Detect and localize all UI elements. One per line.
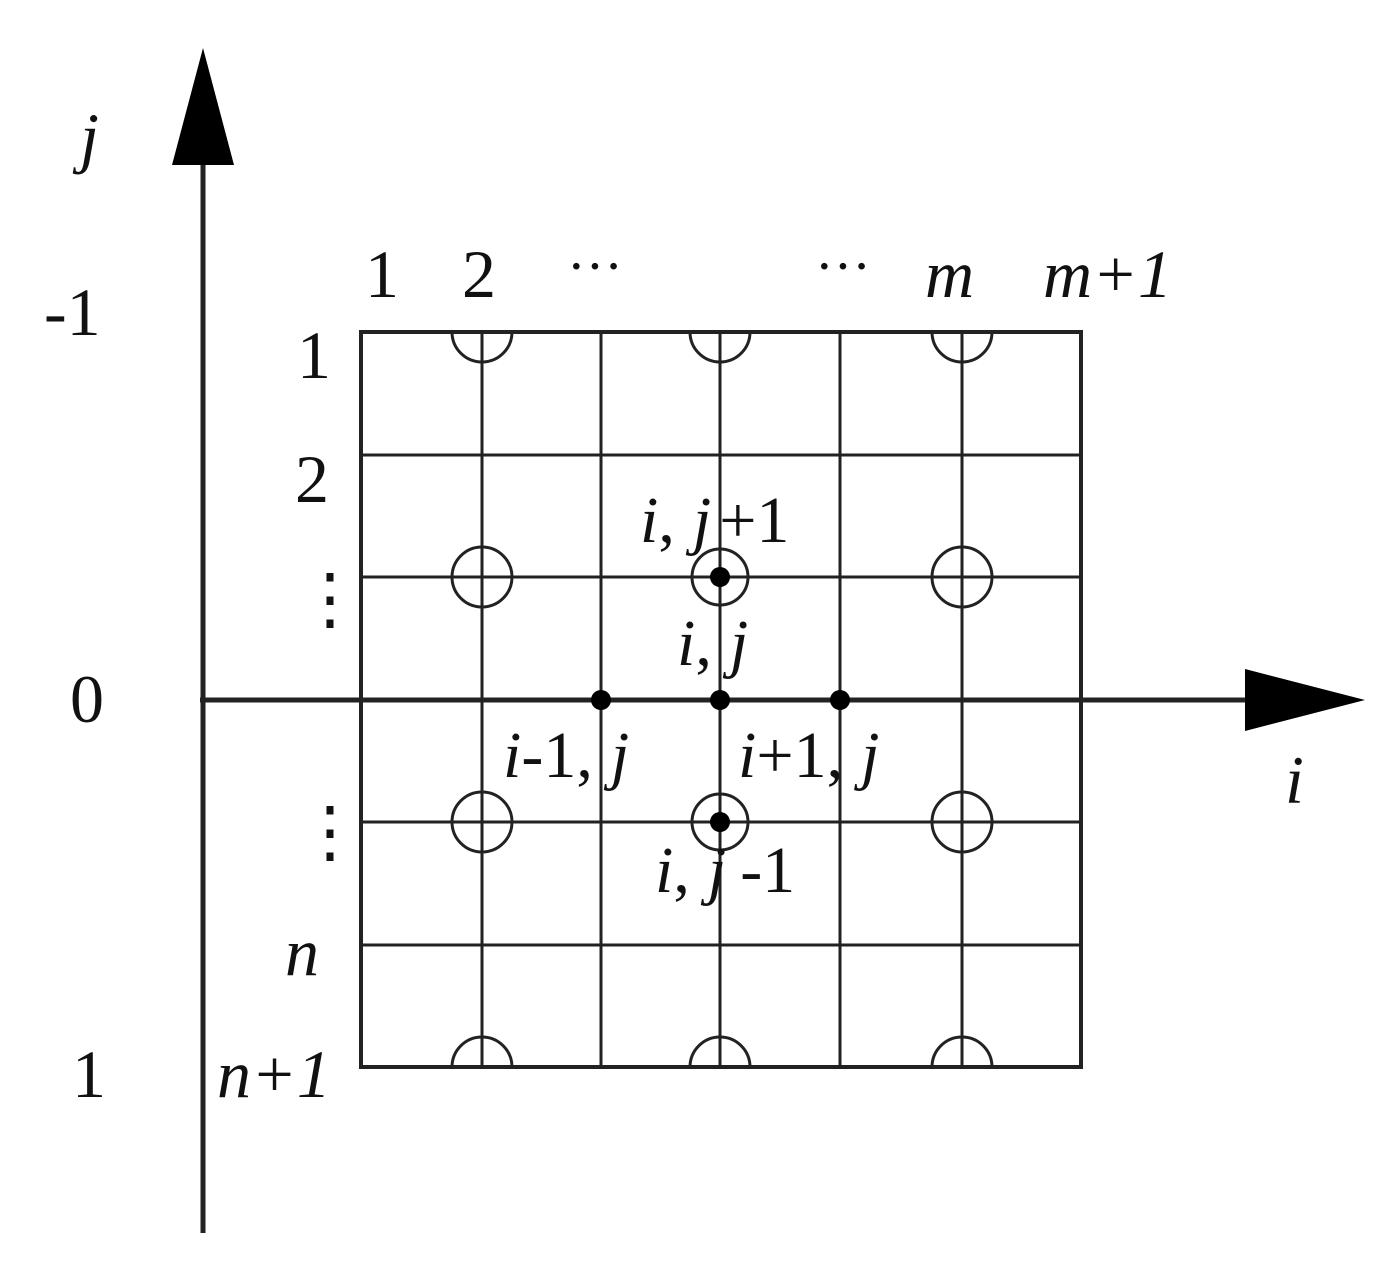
vertical-axis-label: j bbox=[72, 99, 99, 175]
column-label: 1 bbox=[365, 236, 399, 312]
open-circle-nodes bbox=[450, 331, 994, 1068]
stencil-dots bbox=[591, 567, 850, 832]
half-circle-node bbox=[688, 1035, 752, 1068]
column-label: m bbox=[925, 236, 974, 312]
column-label: ··· bbox=[567, 236, 623, 298]
circle-node bbox=[930, 790, 994, 854]
stencil-dot-right bbox=[830, 690, 850, 710]
column-label: m+1 bbox=[1043, 236, 1172, 312]
row-label: n+1 bbox=[217, 1036, 331, 1112]
stencil-label-left: i-1,j bbox=[503, 719, 629, 792]
half-circle-node bbox=[450, 1035, 514, 1068]
circle-node bbox=[450, 790, 514, 854]
circle-node bbox=[930, 545, 994, 609]
column-label: ··· bbox=[815, 236, 871, 298]
horizontal-axis-arrowhead bbox=[1245, 669, 1365, 731]
left-scale-bottom: 1 bbox=[72, 1036, 106, 1112]
stencil-dot-left bbox=[591, 690, 611, 710]
half-circle-node bbox=[450, 331, 514, 364]
row-label: 2 bbox=[295, 441, 329, 517]
stencil-dot-center bbox=[710, 690, 730, 710]
circle-node bbox=[690, 547, 750, 607]
stencil-label-top: i,j+1 bbox=[640, 484, 789, 557]
circle-node bbox=[450, 545, 514, 609]
circle-node bbox=[690, 792, 750, 852]
stencil-label-center: i,j bbox=[677, 607, 748, 680]
row-label: 1 bbox=[297, 317, 331, 393]
left-scale-top: -1 bbox=[44, 274, 101, 350]
axes bbox=[172, 48, 1365, 1233]
vertical-axis-arrowhead bbox=[172, 48, 234, 165]
stencil-label-bottom: i,j-1 bbox=[655, 834, 795, 907]
row-label: ⋮ bbox=[296, 561, 364, 637]
half-circle-node bbox=[930, 1035, 994, 1068]
stencil-dot-top bbox=[710, 567, 730, 587]
left-scale-middle: 0 bbox=[70, 661, 104, 737]
column-label: 2 bbox=[462, 236, 496, 312]
half-circle-node bbox=[930, 331, 994, 364]
half-circle-node bbox=[688, 331, 752, 364]
stencil-label-right: i+1,j bbox=[738, 719, 879, 792]
stencil-dot-bottom bbox=[710, 812, 730, 832]
horizontal-axis-label: i bbox=[1285, 742, 1304, 818]
row-label: ⋮ bbox=[296, 794, 364, 870]
row-label: n bbox=[285, 914, 319, 990]
